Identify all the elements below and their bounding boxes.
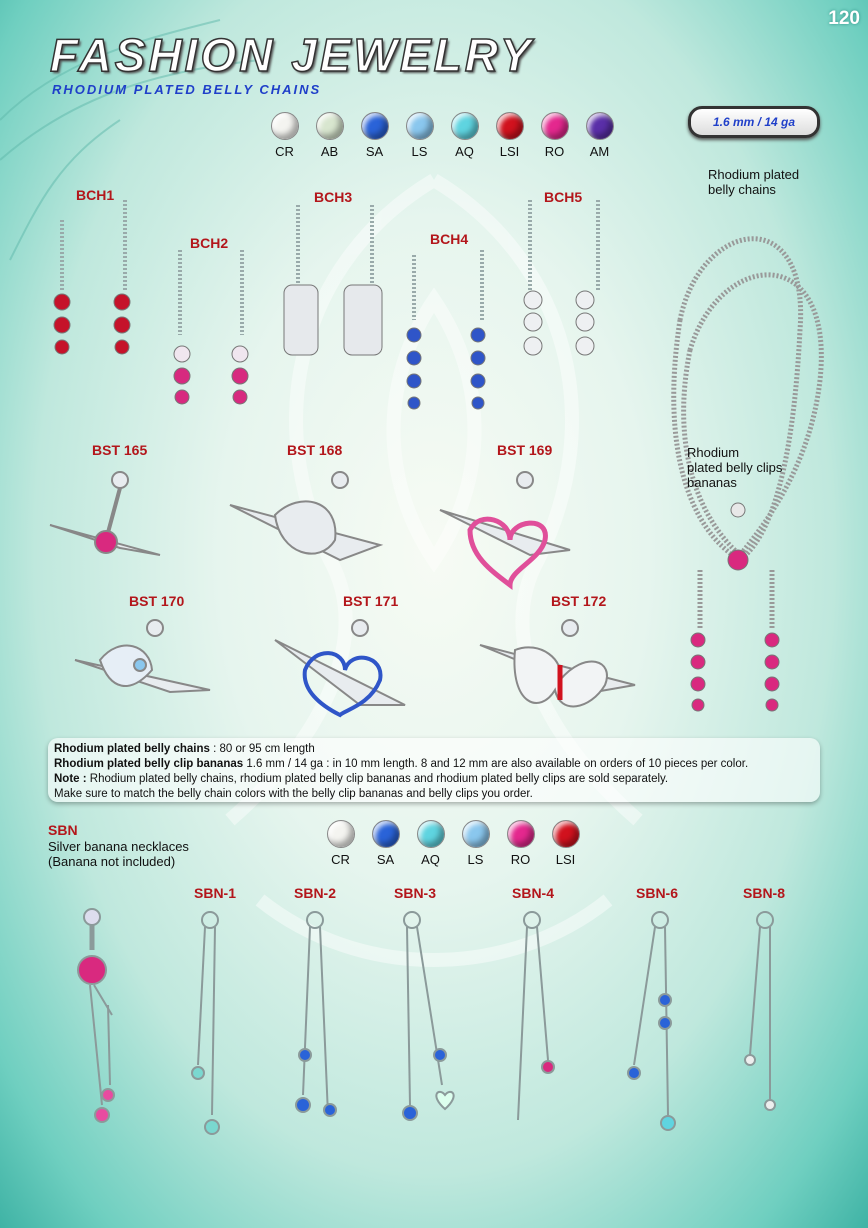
belly-chain-image [671, 236, 824, 712]
product-label-bst172: BST 172 [551, 593, 607, 609]
product-label-bst170: BST 170 [129, 593, 185, 609]
color-swatch-lsi: LSI [543, 820, 588, 867]
gem-icon [270, 112, 299, 140]
gem-icon [416, 820, 445, 848]
info-line-3: Note : Rhodium plated belly chains, rhod… [54, 773, 669, 785]
gem-icon [315, 112, 344, 140]
product-label-bst169: BST 169 [497, 442, 553, 458]
product-label-sbn6: SBN-6 [636, 885, 679, 901]
color-swatch-ls: LS [453, 820, 498, 867]
gauge-badge: 1.6 mm / 14 ga [688, 106, 820, 138]
sbn-banana-note: (Banana not included) [48, 854, 176, 869]
gem-icon [326, 820, 355, 848]
product-label-sbn3: SBN-3 [394, 885, 437, 901]
product-label-sbn4: SBN-4 [512, 885, 555, 901]
info-box: Rhodium plated belly chains : 80 or 95 c… [48, 738, 820, 802]
color-swatch-cr: CR [318, 820, 363, 867]
gem-icon [495, 112, 524, 140]
page-title: FASHION JEWELRY [49, 28, 534, 82]
gem-icon [405, 112, 434, 140]
color-swatch-sa: SA [363, 820, 408, 867]
gem-icon [585, 112, 614, 140]
color-swatch-aq: AQ [442, 112, 487, 159]
product-label-sbn8: SBN-8 [743, 885, 786, 901]
gem-icon [551, 820, 580, 848]
product-label-sbn1: SBN-1 [194, 885, 237, 901]
product-label-bch3: BCH3 [314, 189, 353, 205]
color-swatch-ro: RO [532, 112, 577, 159]
info-line-4: Make sure to match the belly chain color… [54, 788, 533, 800]
gem-icon [360, 112, 389, 140]
gem-icon [461, 820, 490, 848]
product-label-bch1: BCH1 [76, 187, 115, 203]
color-swatch-cr: CR [262, 112, 307, 159]
color-swatch-am: AM [577, 112, 622, 159]
product-label-bst165: BST 165 [92, 442, 148, 458]
bottom-color-swatches: CR SA AQ LS RO LSI [318, 820, 588, 867]
belly-clip-note: Rhodium plated belly clips bananas [687, 445, 783, 490]
product-label-bst168: BST 168 [287, 442, 343, 458]
gem-icon [450, 112, 479, 140]
sbn-necklaces-image [77, 908, 776, 1135]
gem-icon [540, 112, 569, 140]
bst-belly-rings-image [49, 471, 636, 718]
product-label-bch5: BCH5 [544, 189, 583, 205]
page-number: 120 [828, 8, 860, 29]
sbn-label: SBN [48, 822, 78, 838]
info-line-2: Rhodium plated belly clip bananas 1.6 mm… [54, 758, 749, 770]
color-swatch-aq: AQ [408, 820, 453, 867]
product-label-bch4: BCH4 [430, 231, 469, 247]
color-swatch-ro: RO [498, 820, 543, 867]
sbn-description: Silver banana necklaces [48, 839, 189, 854]
belly-chain-note: Rhodium plated belly chains [708, 167, 800, 197]
color-swatch-lsi: LSI [487, 112, 532, 159]
info-line-1: Rhodium plated belly chains : 80 or 95 c… [54, 743, 315, 755]
gem-icon [371, 820, 400, 848]
product-label-bch2: BCH2 [190, 235, 229, 251]
product-label-sbn2: SBN-2 [294, 885, 337, 901]
top-color-swatches: CR AB SA LS AQ LSI RO AM [262, 112, 622, 159]
color-swatch-ab: AB [307, 112, 352, 159]
color-swatch-sa: SA [352, 112, 397, 159]
bch-chains-image [53, 200, 600, 410]
gem-icon [506, 820, 535, 848]
color-swatch-ls: LS [397, 112, 442, 159]
page-subtitle: Rhodium plated belly chains [52, 82, 322, 97]
product-label-bst171: BST 171 [343, 593, 399, 609]
